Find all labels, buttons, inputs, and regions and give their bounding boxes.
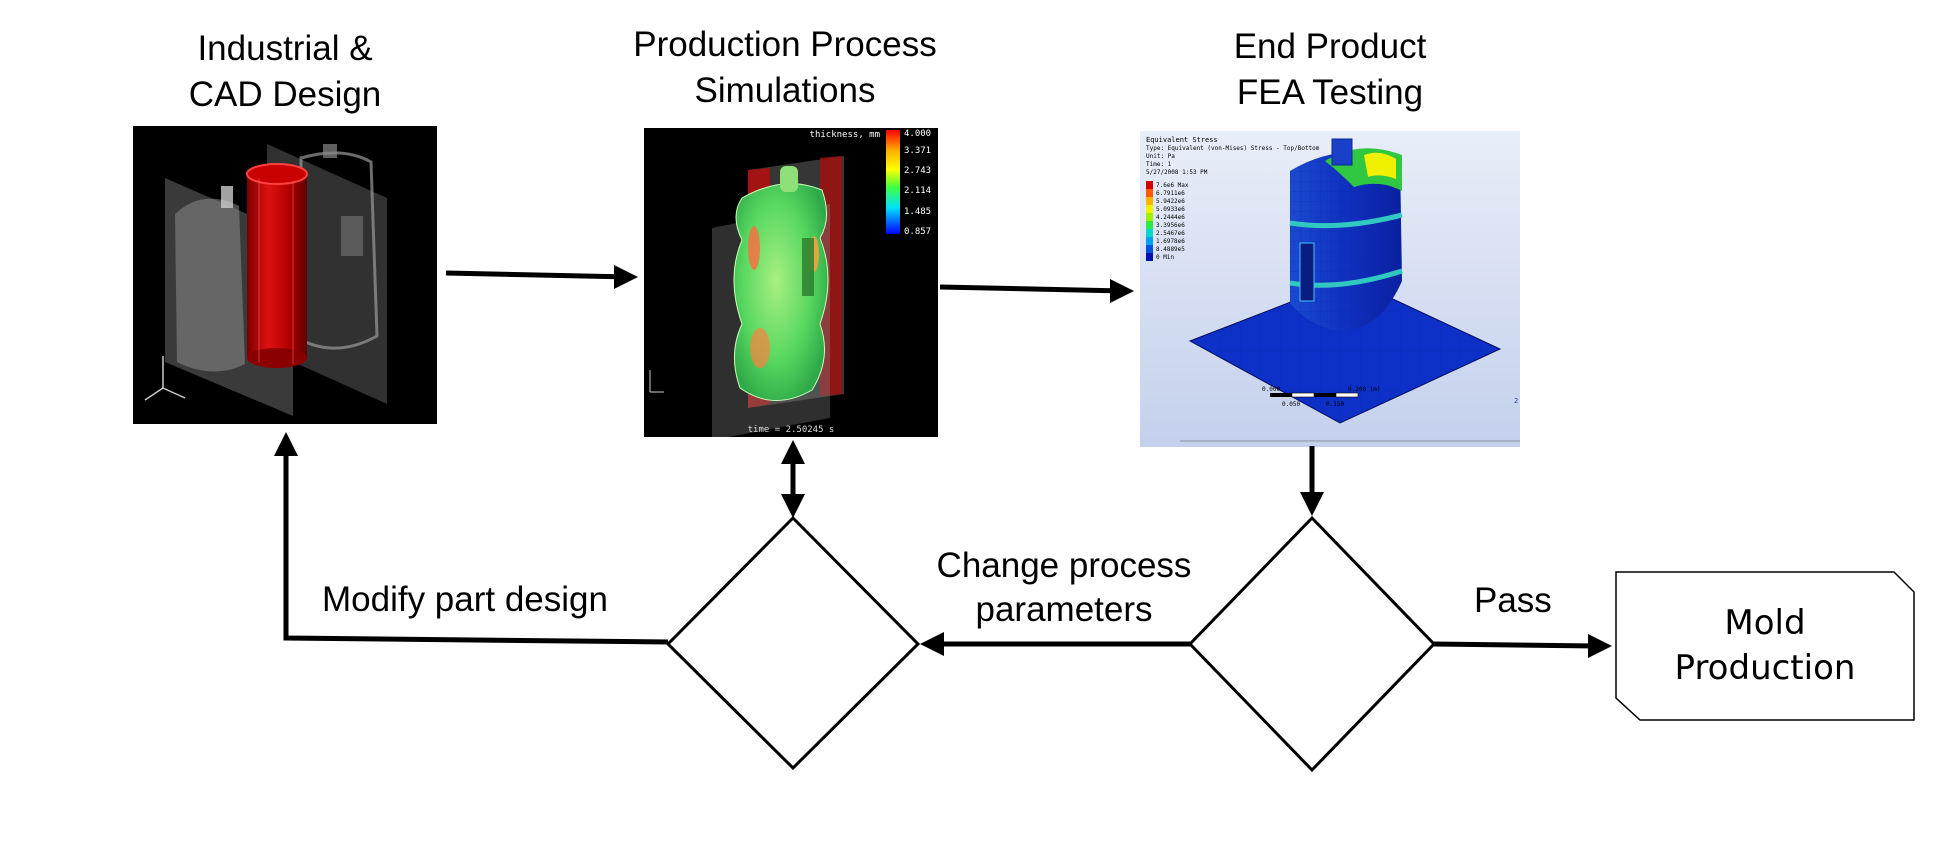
stage-title-design-line2: CAD Design bbox=[188, 75, 382, 114]
label-modify-part-design: Modify part design bbox=[322, 580, 608, 619]
simulation-image: thickness, mm 4.000 3.371 2.743 2.114 1.… bbox=[644, 128, 938, 437]
sim-legend-value: 2.743 bbox=[904, 166, 931, 176]
fea-scale-label: 0.050 bbox=[1282, 401, 1300, 408]
arrowhead-pass bbox=[1588, 634, 1612, 658]
fea-header-line: Equivalent Stress bbox=[1146, 136, 1218, 144]
sim-time-label: time = 2.50245 s bbox=[748, 425, 835, 435]
mold-production-line2: Production bbox=[1674, 648, 1856, 688]
decision-diamond-simulation bbox=[665, 515, 921, 771]
arrow-pass bbox=[1433, 641, 1597, 649]
fea-legend-swatch bbox=[1146, 229, 1153, 237]
fea-legend-swatch bbox=[1146, 237, 1153, 245]
fea-legend: 7.6e6 Max6.7911e65.9422e65.0933e64.2444e… bbox=[1146, 181, 1189, 261]
fea-legend-value: 5.9422e6 bbox=[1156, 198, 1185, 205]
arrowhead-modify-design bbox=[274, 432, 298, 456]
label-pass: Pass bbox=[1474, 581, 1552, 620]
fea-legend-value: 4.2444e6 bbox=[1156, 214, 1185, 221]
fea-header-line: Unit: Pa bbox=[1146, 153, 1175, 160]
stage-title-simulation-line2: Simulations bbox=[694, 71, 876, 110]
fea-legend-swatch bbox=[1146, 197, 1153, 205]
fea-header-line: Time: 1 bbox=[1146, 161, 1172, 168]
fea-legend-swatch bbox=[1146, 245, 1153, 253]
sim-legend-value: 0.857 bbox=[904, 227, 931, 237]
fea-testing-image: Equivalent Stress Type: Equivalent (von-… bbox=[1140, 131, 1520, 447]
fea-scale-label: 0.000 bbox=[1262, 386, 1280, 393]
sim-field-label: thickness, mm bbox=[810, 130, 880, 140]
arrow-design-to-simulation bbox=[445, 270, 631, 280]
fea-legend-swatch bbox=[1146, 205, 1153, 213]
stage-title-testing: End Product FEA Testing bbox=[1170, 24, 1490, 116]
label-change-line1: Change process bbox=[936, 546, 1192, 585]
fea-scale-label: 0.150 bbox=[1326, 401, 1344, 408]
cad-render-graphic bbox=[144, 144, 387, 416]
fea-legend-value: 0 Min bbox=[1156, 254, 1174, 261]
fea-legend-value: 2.5467e6 bbox=[1156, 230, 1185, 237]
arrowhead-down-diamond bbox=[781, 494, 805, 518]
decision-diamond-testing bbox=[1187, 515, 1437, 773]
stage-title-simulation: Production Process Simulations bbox=[590, 22, 980, 114]
fea-legend-value: 8.4889e5 bbox=[1156, 246, 1185, 253]
fea-legend-swatch bbox=[1146, 189, 1153, 197]
fea-scale-label: 0.200 (m) bbox=[1348, 386, 1381, 393]
fea-legend-swatch bbox=[1146, 221, 1153, 229]
fea-render-graphic: Equivalent Stress Type: Equivalent (von-… bbox=[1140, 131, 1520, 447]
sim-legend-value: 3.371 bbox=[904, 146, 931, 156]
stage-title-design: Industrial & CAD Design bbox=[140, 26, 430, 118]
fea-header-line: 5/27/2008 1:53 PM bbox=[1146, 169, 1208, 176]
mold-production-label: Mold Production bbox=[1616, 601, 1914, 691]
arrowhead-testing-to-decision bbox=[1300, 492, 1324, 516]
sim-legend-value: 4.000 bbox=[904, 129, 931, 139]
fea-header-line: Type: Equivalent (von-Mises) Stress - To… bbox=[1146, 145, 1320, 152]
arrowhead-up-simulation bbox=[781, 440, 805, 464]
fea-legend-value: 6.7911e6 bbox=[1156, 190, 1185, 197]
stage-title-testing-line2: FEA Testing bbox=[1236, 73, 1424, 112]
label-change-line2: parameters bbox=[975, 590, 1153, 629]
stage-title-simulation-line1: Production Process bbox=[633, 25, 937, 64]
mold-production-line1: Mold bbox=[1724, 603, 1806, 643]
arrow-simulation-to-testing bbox=[939, 284, 1125, 294]
simulation-render-graphic: thickness, mm 4.000 3.371 2.743 2.114 1.… bbox=[649, 129, 931, 437]
fea-legend-value: 3.3956e6 bbox=[1156, 222, 1185, 229]
stage-title-design-line1: Industrial & bbox=[197, 29, 373, 68]
arrowhead-change-parameters bbox=[920, 632, 944, 656]
fea-legend-swatch bbox=[1146, 181, 1153, 189]
label-change-process-parameters: Change process parameters bbox=[914, 544, 1214, 632]
fea-legend-value: 1.6978e6 bbox=[1156, 238, 1185, 245]
stage-title-testing-line1: End Product bbox=[1233, 27, 1427, 66]
fea-legend-swatch bbox=[1146, 253, 1153, 261]
fea-legend-swatch bbox=[1146, 213, 1153, 221]
cad-design-image bbox=[133, 126, 437, 424]
fea-corner-mark: 2 bbox=[1514, 397, 1518, 405]
sim-legend-value: 2.114 bbox=[904, 186, 931, 196]
mold-production-box bbox=[1615, 571, 1915, 721]
arrowhead-design-to-simulation bbox=[614, 265, 638, 289]
sim-legend-value: 1.485 bbox=[904, 207, 931, 217]
arrowhead-simulation-to-testing bbox=[1110, 279, 1134, 303]
thickness-color-scale bbox=[886, 130, 900, 234]
fea-legend-value: 7.6e6 Max bbox=[1156, 182, 1189, 189]
fea-legend-value: 5.0933e6 bbox=[1156, 206, 1185, 213]
arrow-modify-design bbox=[283, 450, 669, 645]
